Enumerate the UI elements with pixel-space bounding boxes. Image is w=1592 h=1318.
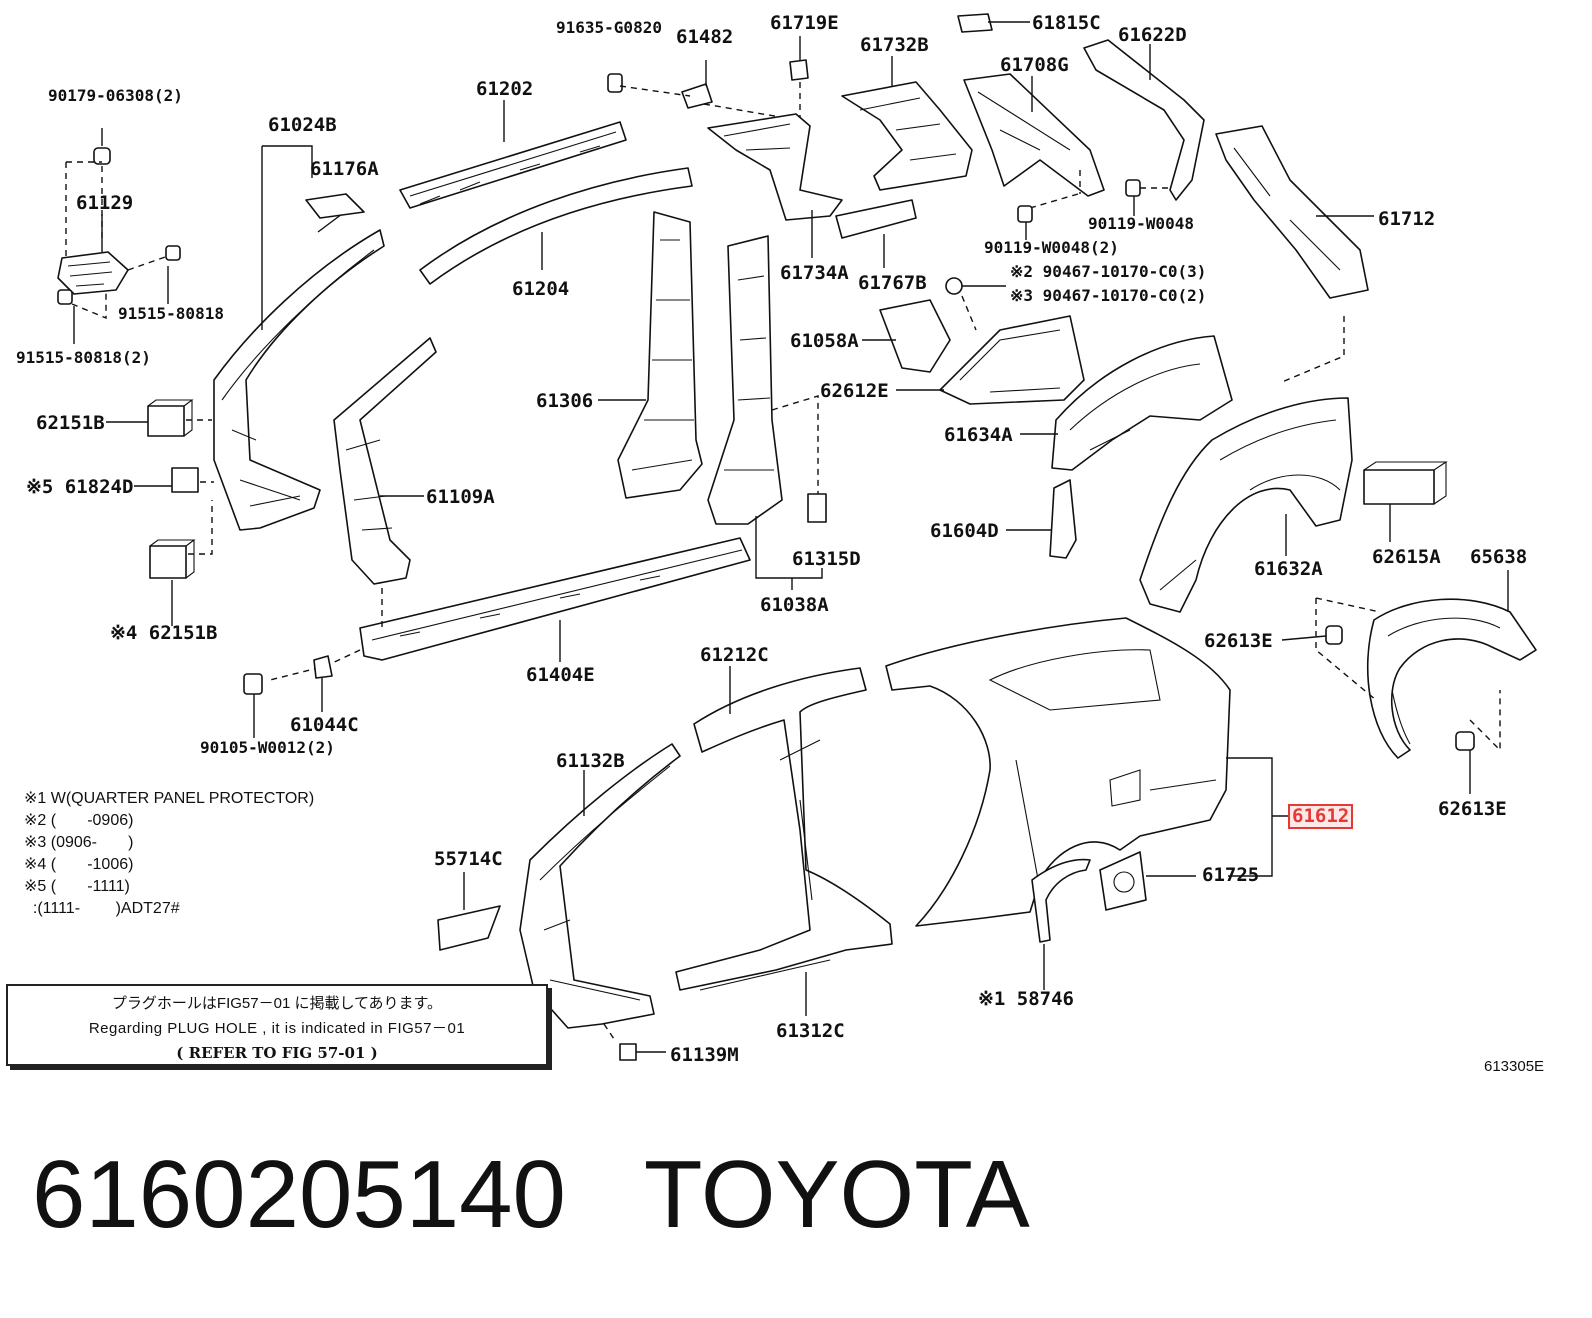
callout-61139M: 61139M xyxy=(670,1044,739,1066)
footnote-5: ※5 ( -1111) xyxy=(24,878,130,895)
callout-62612E: 62612E xyxy=(820,380,889,402)
reference-line-refer: ( REFER TO FIG 57-01 ) xyxy=(176,1044,378,1062)
callout-61204: 61204 xyxy=(512,278,570,300)
callout-61767B: 61767B xyxy=(858,272,927,294)
part-61732B xyxy=(841,81,973,191)
callout-55714C: 55714C xyxy=(434,848,503,870)
part-61132B xyxy=(519,743,681,1029)
part-62612E xyxy=(939,315,1085,405)
callout-91635-G0820: 91635-G0820 xyxy=(556,18,662,37)
reference-box: プラグホールはFIG57－01 に掲載してあります。 Regarding PLU… xyxy=(6,984,548,1066)
callout-90119-W0048-2: 90119-W0048(2) xyxy=(984,238,1119,257)
reference-line-english: Regarding PLUG HOLE , it is indicated in… xyxy=(88,1020,466,1037)
callout-61315D: 61315D xyxy=(792,548,861,570)
part-61712 xyxy=(1215,125,1369,299)
callout-61712: 61712 xyxy=(1378,208,1436,230)
callout-90119-W0048: 90119-W0048 xyxy=(1088,214,1194,233)
callout-61202: 61202 xyxy=(476,78,534,100)
callout-61604D: 61604D xyxy=(930,520,999,542)
callout-61612-highlighted: 61612 xyxy=(1288,804,1354,829)
callout-61312C: 61312C xyxy=(776,1020,845,1042)
callout-61132B: 61132B xyxy=(556,750,625,772)
part-61734A xyxy=(707,113,843,221)
footnote-6: :(1111- )ADT27# xyxy=(24,900,180,917)
footnotes: ※1 W(QUARTER PANEL PROTECTOR) ※2 ( -0906… xyxy=(24,788,314,920)
part-61202-roof-rail xyxy=(399,121,627,209)
callout-61632A: 61632A xyxy=(1254,558,1323,580)
callout-91515-80818: 91515-80818 xyxy=(118,304,224,323)
footnote-2: ※2 ( -0906) xyxy=(24,812,134,829)
footnote-4: ※4 ( -1006) xyxy=(24,856,134,873)
callout-61732B: 61732B xyxy=(860,34,929,56)
callout-62613E-upper: 62613E xyxy=(1204,630,1273,652)
callout-62151B-lower: ※4 62151B xyxy=(110,622,218,644)
callout-62615A: 62615A xyxy=(1372,546,1441,568)
callout-61725: 61725 xyxy=(1202,864,1260,886)
callout-61129: 61129 xyxy=(76,192,134,214)
part-61038A xyxy=(707,235,783,525)
part-61632A xyxy=(1139,397,1353,613)
callout-65638: 65638 xyxy=(1470,546,1528,568)
callout-61482: 61482 xyxy=(676,26,734,48)
footnote-1: ※1 W(QUARTER PANEL PROTECTOR) xyxy=(24,790,315,807)
callout-61044C: 61044C xyxy=(290,714,359,736)
callout-61824D: ※5 61824D xyxy=(26,476,134,498)
callout-61708G: 61708G xyxy=(1000,54,1069,76)
callout-61404E: 61404E xyxy=(526,664,595,686)
part-65638-fender-liner xyxy=(1366,598,1537,759)
callout-58746: ※1 58746 xyxy=(978,988,1074,1010)
callout-91515-80818-2: 91515-80818(2) xyxy=(16,348,151,367)
part-61404E-rocker xyxy=(359,537,751,661)
callout-62151B-upper: 62151B xyxy=(36,412,105,434)
callout-90105-W0012: 90105-W0012(2) xyxy=(200,738,335,757)
callout-61038A: 61038A xyxy=(760,594,829,616)
callout-61734A: 61734A xyxy=(780,262,849,284)
callout-61719E: 61719E xyxy=(770,12,839,34)
callout-61306: 61306 xyxy=(536,390,594,412)
part-61129-bracket xyxy=(57,147,181,305)
figure-id: 613305E xyxy=(1484,1058,1545,1075)
callout-61634A: 61634A xyxy=(944,424,1013,446)
product-caption: 6160205140 TOYOTA xyxy=(32,1140,1108,1250)
callout-90467-10170-c0-3: ※2 90467-10170-C0(3) xyxy=(1010,262,1207,281)
callout-90467-10170-c0-2: ※3 90467-10170-C0(2) xyxy=(1010,286,1207,305)
callout-62613E-lower: 62613E xyxy=(1438,798,1507,820)
callout-61212C: 61212C xyxy=(700,644,769,666)
part-61312C-side-outer xyxy=(675,667,893,991)
callout-61024B: 61024B xyxy=(268,114,337,136)
callout-61109A: 61109A xyxy=(426,486,495,508)
part-61109A xyxy=(333,337,437,585)
part-61024B-a-pillar xyxy=(213,229,385,531)
brand-name: TOYOTA xyxy=(643,1141,1030,1248)
callout-61815C: 61815C xyxy=(1032,12,1101,34)
callout-61176A: 61176A xyxy=(310,158,379,180)
footnote-3: ※3 (0906- ) xyxy=(24,834,134,851)
part-61612-quarter-panel xyxy=(885,617,1231,927)
callout-61058A: 61058A xyxy=(790,330,859,352)
parts-diagram xyxy=(57,13,1537,1061)
parts-drawing xyxy=(57,13,1537,1061)
callout-90179-06308: 90179-06308(2) xyxy=(48,86,183,105)
reference-line-japanese: プラグホールはFIG57－01 に掲載してあります。 xyxy=(111,995,443,1012)
part-number: 6160205140 xyxy=(32,1141,566,1248)
part-61306-b-pillar-inner xyxy=(617,211,703,499)
callout-61622D: 61622D xyxy=(1118,24,1187,46)
